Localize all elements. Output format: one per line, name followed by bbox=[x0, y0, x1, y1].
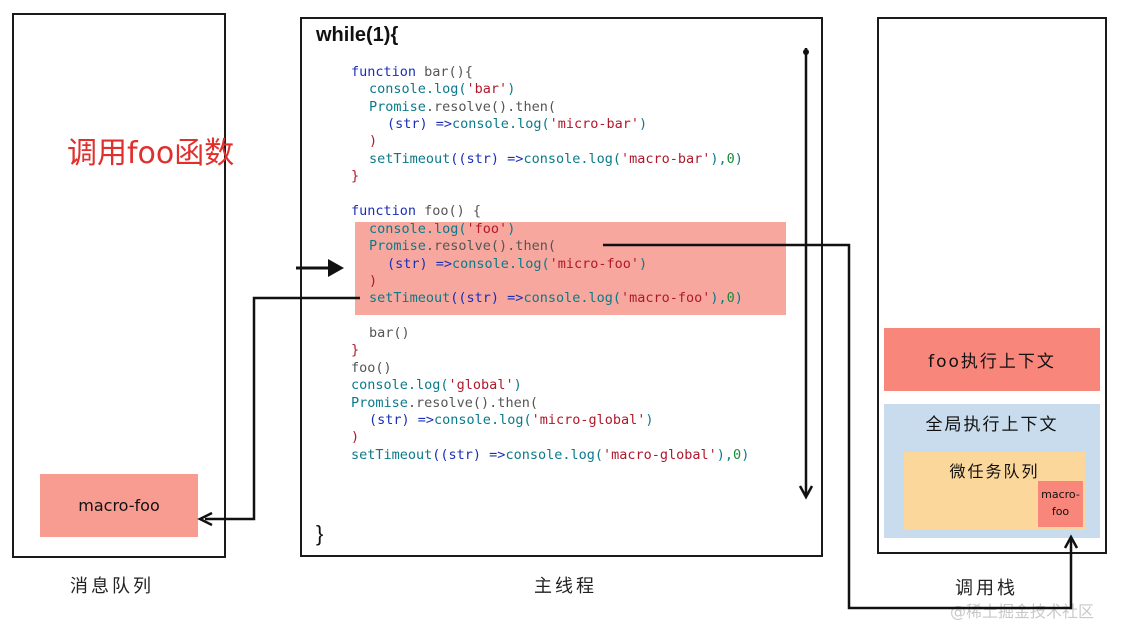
code-line: function foo() { bbox=[351, 203, 482, 219]
execution-flow-start-dot bbox=[803, 49, 809, 55]
code-line: } bbox=[351, 168, 360, 184]
microtask-queue: 微任务队列 macro-foo bbox=[904, 452, 1085, 530]
call-stack-label: 调用栈 bbox=[955, 578, 1018, 599]
macro-task-item: macro-foo bbox=[40, 474, 198, 537]
message-queue-label: 消息队列 bbox=[70, 576, 154, 597]
while-close-brace: } bbox=[316, 521, 324, 546]
code-line: (str) =>console.log('micro-global') bbox=[369, 412, 654, 428]
microtask-queue-label: 微任务队列 bbox=[949, 462, 1040, 481]
while-loop-label: while(1){ bbox=[316, 24, 399, 46]
main-thread-label: 主线程 bbox=[534, 576, 597, 597]
message-queue-panel bbox=[12, 13, 226, 558]
code-line: ) bbox=[351, 429, 360, 445]
foo-execution-context: foo执行上下文 bbox=[884, 328, 1100, 391]
code-line: console.log('bar') bbox=[369, 81, 516, 97]
code-line: foo() bbox=[351, 360, 392, 376]
microtask-item-line1: macro- bbox=[1041, 488, 1080, 501]
code-line: console.log('foo') bbox=[369, 221, 516, 237]
code-line: } bbox=[351, 342, 360, 358]
global-execution-context: 全局执行上下文 微任务队列 macro-foo bbox=[884, 404, 1100, 538]
code-line: function bar(){ bbox=[351, 64, 473, 80]
microtask-item: macro-foo bbox=[1038, 481, 1083, 527]
code-line: setTimeout((str) =>console.log('macro-fo… bbox=[369, 290, 743, 306]
settimeout-to-queue-arrowhead bbox=[197, 511, 213, 527]
code-line: setTimeout((str) =>console.log('macro-ba… bbox=[369, 151, 743, 167]
code-line: ) bbox=[369, 273, 378, 289]
global-context-label: 全局执行上下文 bbox=[925, 415, 1059, 435]
promise-to-microtask-line bbox=[603, 243, 1073, 610]
code-line: Promise.resolve().then( bbox=[369, 238, 556, 254]
code-line: console.log('global') bbox=[351, 377, 522, 393]
promise-to-microtask-arrowhead bbox=[1063, 534, 1079, 549]
execution-flow-arrowhead bbox=[798, 485, 814, 500]
code-line: ) bbox=[369, 133, 378, 149]
settimeout-to-queue-line bbox=[205, 296, 360, 521]
current-position-arrowhead bbox=[328, 259, 344, 277]
code-line: Promise.resolve().then( bbox=[369, 99, 556, 115]
microtask-item-line2: foo bbox=[1051, 505, 1070, 518]
code-line: (str) =>console.log('micro-foo') bbox=[387, 256, 648, 272]
foo-body-highlight bbox=[355, 222, 786, 315]
call-foo-title: 调用foo函数 bbox=[67, 136, 235, 171]
code-line: setTimeout((str) =>console.log('macro-gl… bbox=[351, 447, 750, 463]
code-line: Promise.resolve().then( bbox=[351, 395, 538, 411]
code-line: bar() bbox=[369, 325, 410, 341]
code-line: (str) =>console.log('micro-bar') bbox=[387, 116, 648, 132]
